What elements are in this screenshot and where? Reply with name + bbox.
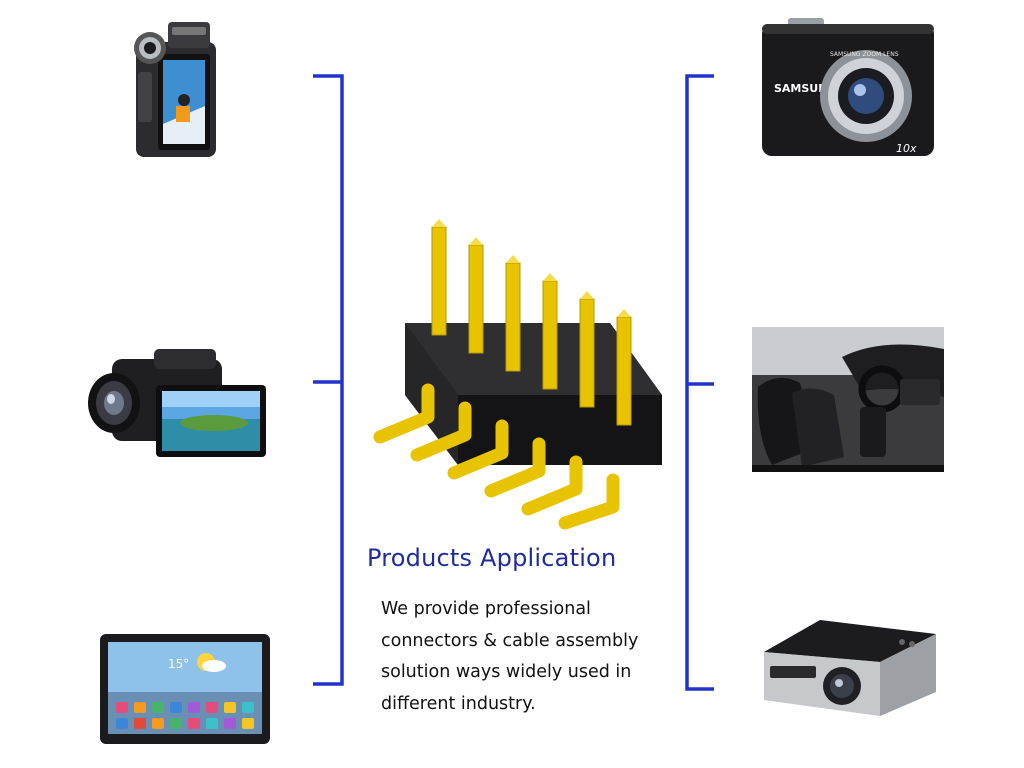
car-interior-image (752, 327, 944, 472)
description-line-2: connectors & cable assembly (381, 630, 639, 651)
tablet-image: 15° (98, 630, 273, 750)
products-application-description: We provide professional connectors & cab… (381, 594, 671, 720)
projector-image (760, 612, 940, 722)
digital-camera-image: SAMSUNG SAMSUNG ZOOM LENS 10x (758, 14, 938, 162)
pin-header-connector-image (350, 205, 670, 530)
left-bracket-line (313, 74, 344, 686)
description-line-3: solution ways widely used in (381, 662, 632, 682)
right-bracket-line (685, 74, 714, 691)
products-application-heading: Products Application (367, 544, 617, 572)
lens-ring-text: SAMSUNG ZOOM LENS (830, 51, 899, 58)
handycam-image (84, 345, 274, 460)
description-line-1: We provide professional (381, 599, 591, 619)
tablet-temperature-text: 15° (168, 657, 189, 671)
zoom-badge-text: 10x (896, 142, 917, 155)
pocket-camcorder-image (128, 14, 223, 162)
description-line-4: different industry. (381, 693, 536, 714)
